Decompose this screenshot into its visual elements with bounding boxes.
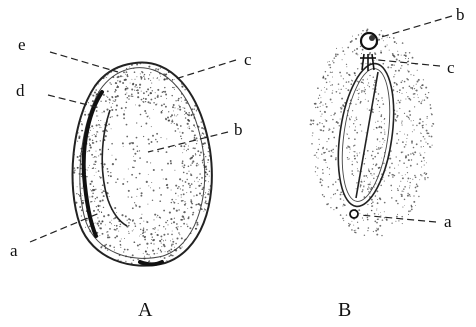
leader-a-c	[172, 60, 236, 80]
figure-a: e c d b a A	[10, 35, 252, 321]
label-b-a: a	[444, 212, 452, 231]
seed-b-inner-oval	[330, 60, 402, 210]
leader-b-a	[360, 215, 436, 222]
caption-a: A	[138, 299, 153, 321]
leader-a-e	[50, 52, 118, 72]
label-a-e: e	[18, 35, 26, 54]
figure-b: b c a B	[310, 5, 465, 321]
seed-b-bottom-dot	[350, 210, 358, 218]
leader-b-c	[378, 60, 440, 66]
seed-b-top-knob-shade	[369, 35, 375, 41]
label-a-a: a	[10, 241, 18, 260]
seed-b-tuft	[360, 54, 376, 71]
label-b-c: c	[447, 58, 455, 77]
label-a-d: d	[16, 81, 25, 100]
seed-b-top-knob	[361, 33, 377, 49]
leader-b-b	[378, 16, 452, 38]
label-a-b: b	[234, 120, 243, 139]
label-b-b: b	[456, 5, 465, 24]
caption-b: B	[338, 299, 351, 321]
label-a-c: c	[244, 50, 252, 69]
